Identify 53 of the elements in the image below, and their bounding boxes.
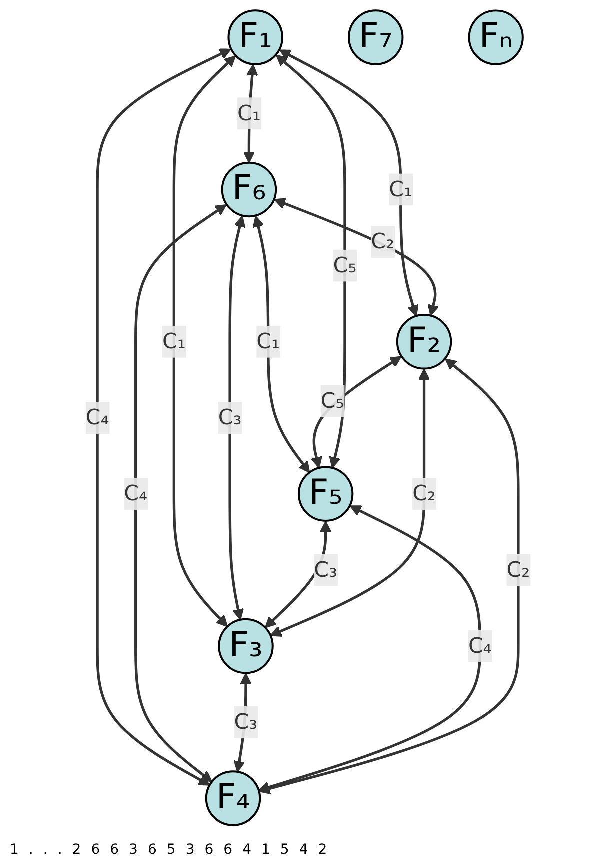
arrow bbox=[270, 368, 430, 637]
callout-number: 3 bbox=[186, 842, 195, 858]
edge-label: C₄ bbox=[86, 404, 110, 430]
arrow bbox=[134, 204, 227, 782]
edge-label: C₃ bbox=[218, 404, 242, 430]
callout-number: 2 bbox=[318, 842, 328, 858]
arrow bbox=[310, 356, 402, 469]
arrow bbox=[228, 216, 246, 621]
node-circle: F₄ bbox=[205, 770, 262, 826]
callout-number: 4 bbox=[299, 842, 308, 858]
callout-number: 6 bbox=[110, 842, 120, 858]
arrow bbox=[96, 48, 232, 786]
callout-number: 1 bbox=[262, 842, 270, 858]
callout-number: 1 bbox=[10, 842, 19, 858]
node-circle: Fₙ bbox=[468, 10, 524, 66]
edge-label: C₁ bbox=[237, 100, 261, 126]
callout-number: 3 bbox=[129, 842, 138, 858]
edge-label: C₃ bbox=[234, 709, 258, 734]
node-circle: F₅ bbox=[298, 466, 354, 522]
node-circle: F₂ bbox=[396, 314, 452, 370]
node-circle: F₁ bbox=[228, 10, 284, 66]
arrow bbox=[279, 50, 419, 317]
edge-label: C₁ bbox=[162, 328, 186, 354]
edge-label: C₂ bbox=[506, 556, 530, 582]
edge-label: C₂ bbox=[412, 480, 436, 506]
node-circle: F₇ bbox=[348, 10, 404, 66]
edge-label: C₁ bbox=[389, 176, 413, 202]
callout-number: 4 bbox=[242, 842, 252, 858]
arrow bbox=[258, 358, 520, 794]
edge-label: C₁ bbox=[256, 328, 280, 354]
node-circle: F₃ bbox=[218, 618, 274, 674]
callout-number: 5 bbox=[166, 842, 176, 858]
arrow bbox=[274, 198, 440, 316]
callout-number: . bbox=[58, 842, 62, 858]
callout-number: 2 bbox=[72, 842, 82, 858]
edge-label: C₅ bbox=[333, 252, 357, 278]
callout-number: 6 bbox=[204, 842, 214, 858]
edge-label: C₂ bbox=[371, 228, 395, 254]
arrow bbox=[258, 506, 482, 794]
arrow bbox=[172, 56, 236, 628]
edge-label: C₃ bbox=[314, 556, 338, 582]
edge-label: C₄ bbox=[124, 480, 148, 506]
edge-label: C₄ bbox=[468, 632, 492, 658]
callout-number: . bbox=[43, 842, 48, 858]
callout-number: 5 bbox=[280, 842, 290, 858]
callout-number: 6 bbox=[224, 842, 233, 858]
callout-number: . bbox=[28, 842, 34, 858]
callout-number: 6 bbox=[148, 842, 157, 858]
callout-number: 6 bbox=[91, 842, 100, 858]
node-circle: F₆ bbox=[221, 162, 278, 218]
edge-label: C₅ bbox=[320, 388, 344, 414]
arrow bbox=[252, 216, 310, 474]
arrow bbox=[276, 54, 346, 469]
